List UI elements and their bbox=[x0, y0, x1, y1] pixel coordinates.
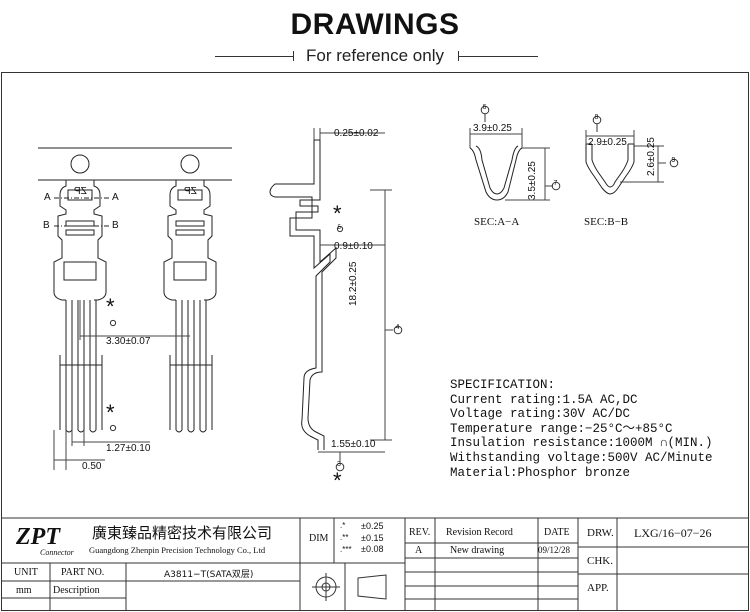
spec-material: Material:Phosphor bronze bbox=[450, 465, 631, 480]
callout-6: 6 bbox=[482, 104, 487, 111]
spec-temperature-range: Temperature range:−25°C～+85°C bbox=[450, 421, 673, 436]
terminal-2 bbox=[163, 180, 217, 433]
drw-label: DRW. bbox=[587, 527, 614, 539]
spec-insulation-resistance: Insulation resistance:1000M ∩(MIN.) bbox=[450, 436, 713, 451]
dimension-leg-gap: 1.27±0.10 bbox=[106, 443, 151, 454]
spec-current-rating: Current rating:1.5A AC,DC bbox=[450, 392, 638, 407]
subtitle-tick-right bbox=[458, 51, 459, 61]
projection-symbol-cone bbox=[357, 574, 387, 600]
dimension-pitch: 3.30±0.07 bbox=[106, 336, 151, 347]
spec-voltage-rating: Voltage rating:30V AC/DC bbox=[450, 407, 631, 422]
subtitle-rule-right bbox=[458, 56, 538, 57]
side-view bbox=[269, 128, 393, 462]
tolerance-2: ±0.15 bbox=[361, 533, 384, 543]
company-name-cn: 廣東臻品精密技术有限公司 bbox=[92, 524, 273, 542]
chk-label: CHK. bbox=[587, 555, 613, 567]
specification-block: SPECIFICATION: Current rating:1.5A AC,DC… bbox=[450, 378, 713, 480]
drawing-header: DRAWINGS For reference only bbox=[0, 0, 750, 70]
section-title-b: SEC:B−B bbox=[584, 216, 629, 228]
section-title-a: SEC:A−A bbox=[474, 216, 520, 228]
dimension-foot: 1.55±0.10 bbox=[331, 439, 376, 450]
section-a-view bbox=[469, 128, 553, 201]
callout-8: 8 bbox=[594, 114, 599, 121]
tolerance-1: ±0.25 bbox=[361, 521, 384, 531]
dim-label: DIM bbox=[309, 533, 329, 544]
section-label-b-right: B bbox=[112, 220, 119, 231]
section-label-a-left: A bbox=[44, 192, 51, 203]
part-no-label: PART NO. bbox=[61, 567, 105, 578]
company-logo: ZPT bbox=[16, 524, 60, 550]
revision-value: New drawing bbox=[450, 545, 505, 556]
tolerance-1-mark: .* bbox=[340, 521, 346, 530]
critical-mark-leg-gap: * bbox=[106, 400, 115, 425]
section-label-a-right: A bbox=[112, 192, 119, 203]
unit-label: UNIT bbox=[14, 567, 38, 578]
dimension-leg-width: 0.50 bbox=[82, 461, 102, 472]
callout-7: 7 bbox=[553, 180, 558, 187]
dimension-sec-a-width: 3.9±0.25 bbox=[473, 123, 512, 134]
page-subtitle: For reference only bbox=[306, 46, 444, 65]
tolerance-2-mark: .** bbox=[340, 533, 349, 542]
company-name-en: Guangdong Zhenpin Precision Technology C… bbox=[89, 545, 266, 555]
callout-4: 4 bbox=[395, 324, 400, 331]
company-logo-sub: Connector bbox=[40, 548, 74, 557]
title-block bbox=[1, 517, 749, 611]
rev-value: A bbox=[415, 545, 423, 556]
callout-3: 3 bbox=[337, 461, 341, 468]
date-label: DATE bbox=[544, 527, 570, 538]
tolerance-3: ±0.08 bbox=[361, 544, 384, 554]
critical-mark-tab-gap: * bbox=[333, 201, 342, 226]
section-b-view bbox=[585, 130, 666, 195]
section-label-b-left: B bbox=[43, 220, 50, 231]
date-value: 09/12/28 bbox=[538, 545, 571, 555]
unit-value: mm bbox=[16, 585, 32, 596]
subtitle-tick-left bbox=[293, 51, 294, 61]
dimension-thickness: 0.25±0.02 bbox=[334, 128, 379, 139]
revision-record-label: Revision Record bbox=[446, 527, 513, 538]
callout-5: 5 bbox=[337, 225, 341, 231]
callout-9: 9 bbox=[671, 157, 676, 164]
dimension-tab-gap: 0.9±0.10 bbox=[334, 241, 373, 252]
pilot-hole-2 bbox=[180, 154, 200, 174]
subtitle-rule-left bbox=[215, 56, 293, 57]
page-title: DRAWINGS bbox=[290, 8, 460, 41]
app-label: APP. bbox=[587, 582, 609, 594]
callouts bbox=[335, 105, 679, 472]
part-no-value: A3811−T(SATA双层) bbox=[164, 570, 254, 580]
spec-withstanding-voltage: Withstanding voltage:500V AC/Minute bbox=[450, 450, 713, 465]
drw-value: LXG/16−07−26 bbox=[634, 526, 712, 540]
critical-mark-foot: * bbox=[333, 468, 342, 493]
drawing-border bbox=[1, 72, 749, 611]
tolerance-3-mark: .*** bbox=[340, 545, 352, 554]
specification-heading: SPECIFICATION: bbox=[450, 378, 556, 392]
pilot-hole-1 bbox=[70, 154, 90, 174]
front-view bbox=[38, 147, 232, 470]
rev-label: REV. bbox=[409, 527, 431, 538]
dimension-sec-b-width: 2.9±0.25 bbox=[588, 137, 627, 148]
critical-mark-pitch: * bbox=[106, 294, 115, 319]
description-label: Description bbox=[53, 585, 100, 596]
